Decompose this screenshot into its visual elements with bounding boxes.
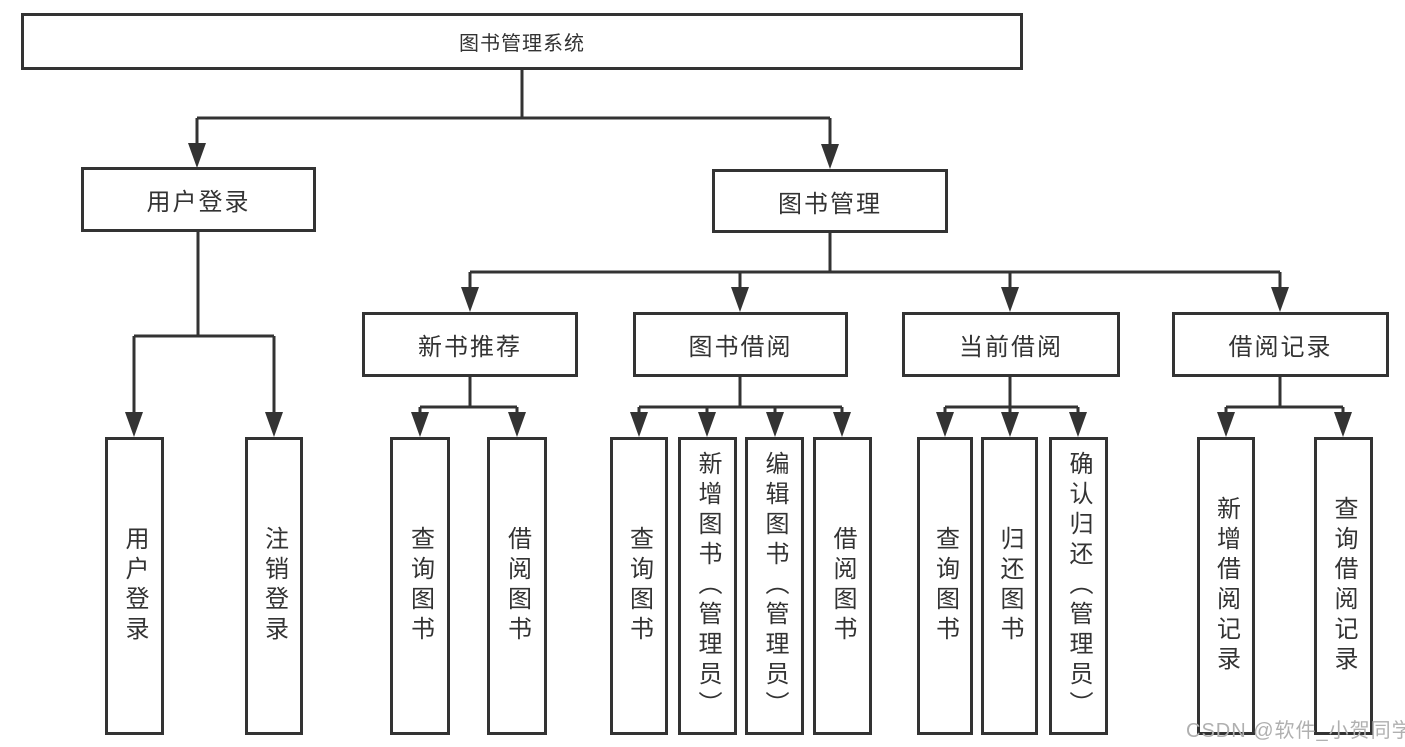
arrow-icon [461,287,479,312]
arrow-icon [508,412,526,437]
node-user-login: 用户登录 [81,167,316,232]
arrow-icon [698,412,716,437]
leaf-current-return-books: 归还图书 [981,437,1038,735]
arrow-icon [833,412,851,437]
connector-record-to-leaves [1224,377,1345,415]
node-root-library-system: 图书管理系统 [21,13,1023,70]
connector-mgmt-to-level3 [468,233,1282,290]
node-book-management: 图书管理 [712,169,948,233]
leaf-current-query-books: 查询图书 [917,437,973,735]
arrowheads [125,143,1352,437]
leaf-borrow-borrow-books: 借阅图书 [813,437,872,735]
connector-login-to-leaves [132,232,276,415]
node-book-borrowing: 图书借阅 [633,312,848,377]
leaf-newbook-query-books: 查询图书 [390,437,450,735]
arrow-icon [188,143,206,168]
arrow-icon [1001,287,1019,312]
leaf-record-query-borrow-record: 查询借阅记录 [1314,437,1373,735]
leaf-logout: 注销登录 [245,437,303,735]
node-borrow-records: 借阅记录 [1172,312,1389,377]
leaf-current-confirm-return-admin: 确认归还（管理员） [1049,437,1108,735]
arrow-icon [821,144,839,169]
arrow-icon [766,412,784,437]
leaf-borrow-add-books-admin: 新增图书（管理员） [678,437,737,735]
connector-root-to-level2 [195,70,832,147]
arrow-icon [1334,412,1352,437]
leaf-borrow-query-books: 查询图书 [610,437,668,735]
node-current-borrowing: 当前借阅 [902,312,1120,377]
arrow-icon [1001,412,1019,437]
arrow-icon [1069,412,1087,437]
arrow-icon [411,412,429,437]
arrow-icon [1217,412,1235,437]
connector-borrow-to-leaves [637,377,844,415]
arrow-icon [125,412,143,437]
leaf-user-login: 用户登录 [105,437,164,735]
arrow-icon [1271,287,1289,312]
arrow-icon [630,412,648,437]
leaf-newbook-borrow-books: 借阅图书 [487,437,547,735]
arrow-icon [265,412,283,437]
connector-newbook-to-leaves [418,377,519,415]
leaf-borrow-edit-books-admin: 编辑图书（管理员） [745,437,804,735]
connector-current-to-leaves [943,377,1080,415]
arrow-icon [731,287,749,312]
watermark: CSDN @软件_小贺同学 [1186,720,1405,742]
leaf-record-add-borrow-record: 新增借阅记录 [1197,437,1255,735]
node-new-book-recommend: 新书推荐 [362,312,578,377]
arrow-icon [936,412,954,437]
